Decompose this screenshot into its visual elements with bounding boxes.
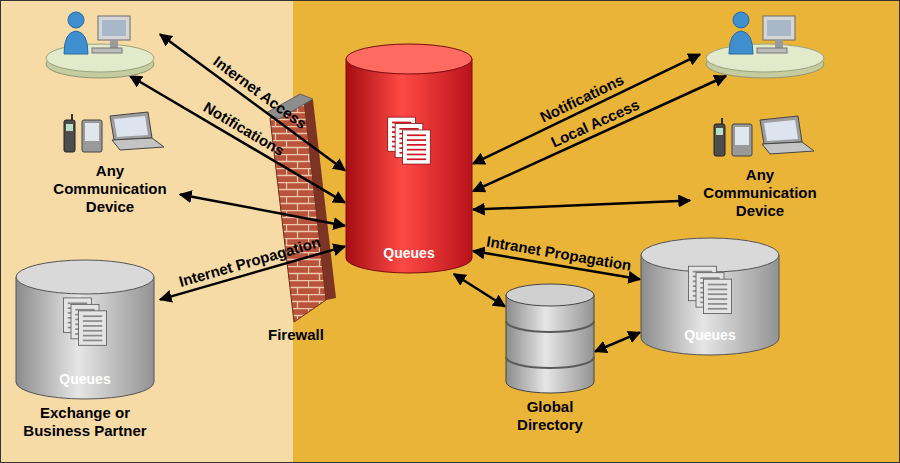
firewall-bricks	[270, 100, 326, 322]
device-icon	[112, 138, 164, 150]
device-icon	[764, 120, 798, 141]
connector-arrow	[160, 34, 345, 170]
workstation-icon	[110, 40, 118, 48]
node-caption: Any Communication Device	[40, 162, 180, 216]
database-cylinder	[407, 134, 426, 136]
device-icon	[85, 123, 99, 141]
device-icon	[735, 127, 749, 145]
device-icon	[716, 128, 723, 135]
user-workstation	[700, 4, 830, 76]
device-icon	[82, 120, 102, 152]
device-icon	[762, 142, 814, 154]
workstation-icon	[68, 12, 84, 28]
node-title: Queues	[640, 326, 780, 344]
database-cylinder	[346, 59, 472, 273]
device-group-shape	[690, 112, 830, 162]
workstation-icon	[98, 16, 130, 40]
database-cylinder	[407, 149, 426, 151]
database-cylinder	[708, 289, 727, 291]
connector-arrow	[454, 274, 505, 307]
workstation-icon	[733, 12, 749, 28]
user-workstation-shape	[700, 4, 830, 76]
workstation-icon	[763, 16, 795, 40]
workstation-icon	[92, 48, 122, 53]
database-cylinder	[708, 308, 727, 310]
connector-arrow	[473, 201, 690, 210]
database-cylinder	[399, 128, 418, 130]
database-cylinder	[641, 255, 779, 355]
workstation-icon	[46, 44, 154, 72]
connector-arrow	[595, 332, 640, 351]
database-cylinder	[708, 284, 727, 286]
queue-database: Queues	[640, 238, 780, 356]
database-cylinder	[407, 158, 426, 160]
queue-database-shape	[345, 44, 473, 274]
database-cylinder	[407, 144, 426, 146]
node-caption: Any Communication Device	[690, 166, 830, 220]
directory-stack	[506, 284, 594, 306]
database-cylinder	[83, 330, 102, 332]
database-cylinder	[704, 279, 732, 313]
database-cylinder	[708, 293, 727, 295]
device-icon	[732, 124, 752, 156]
workstation-icon	[706, 44, 824, 72]
device-icon	[114, 116, 148, 137]
node-title: Queues	[345, 244, 473, 262]
device-group-shape	[40, 108, 180, 158]
connector-label: Internet Propagation	[176, 233, 322, 290]
database-cylinder	[83, 315, 102, 317]
device-group: Any Communication Device	[690, 112, 830, 220]
database-cylinder	[83, 320, 102, 322]
user-workstation	[40, 4, 160, 76]
database-cylinder	[83, 335, 102, 337]
directory-stack	[506, 357, 594, 368]
workstation-icon	[64, 31, 88, 54]
workstation-icon	[775, 40, 783, 48]
database-cylinder	[403, 130, 431, 164]
node-title: Queues	[10, 370, 160, 388]
workstation-icon	[757, 48, 787, 53]
partner-queue-database: QueuesExchange or Business Partner	[10, 260, 160, 440]
database-cylinder	[392, 122, 411, 124]
workstation-icon	[102, 20, 126, 36]
node-caption: Global Directory	[505, 398, 595, 434]
directory-stack	[506, 321, 594, 332]
database-cylinder	[700, 277, 719, 279]
database-cylinder	[83, 340, 102, 342]
database-cylinder	[693, 271, 712, 273]
database-cylinder	[407, 139, 426, 141]
workstation-icon	[767, 20, 791, 36]
device-icon	[110, 112, 152, 140]
directory-database: Global Directory	[505, 284, 595, 434]
database-cylinder	[68, 302, 87, 304]
database-cylinder	[75, 309, 94, 311]
device-icon	[760, 116, 802, 144]
device-icon	[64, 120, 75, 152]
database-cylinder	[83, 325, 102, 327]
queue-database: Queues	[345, 44, 473, 274]
connector-arrow	[180, 194, 345, 225]
database-cylinder	[79, 311, 107, 345]
database-cylinder	[708, 298, 727, 300]
directory-database-shape	[505, 284, 595, 394]
device-group: Any Communication Device	[40, 108, 180, 216]
database-cylinder	[708, 303, 727, 305]
database-cylinder	[346, 44, 472, 74]
zone-label: Firewall	[268, 326, 324, 343]
connector-label: Intranet Propagation	[485, 233, 632, 274]
database-cylinder	[407, 154, 426, 156]
directory-stack	[506, 295, 594, 393]
node-caption: Exchange or Business Partner	[10, 404, 160, 440]
internet-zone	[0, 0, 293, 463]
device-icon	[714, 124, 725, 156]
device-icon	[66, 124, 73, 131]
workstation-icon	[729, 31, 753, 54]
database-cylinder	[16, 260, 154, 294]
user-workstation-shape	[40, 4, 160, 76]
connector-arrow	[473, 54, 700, 163]
